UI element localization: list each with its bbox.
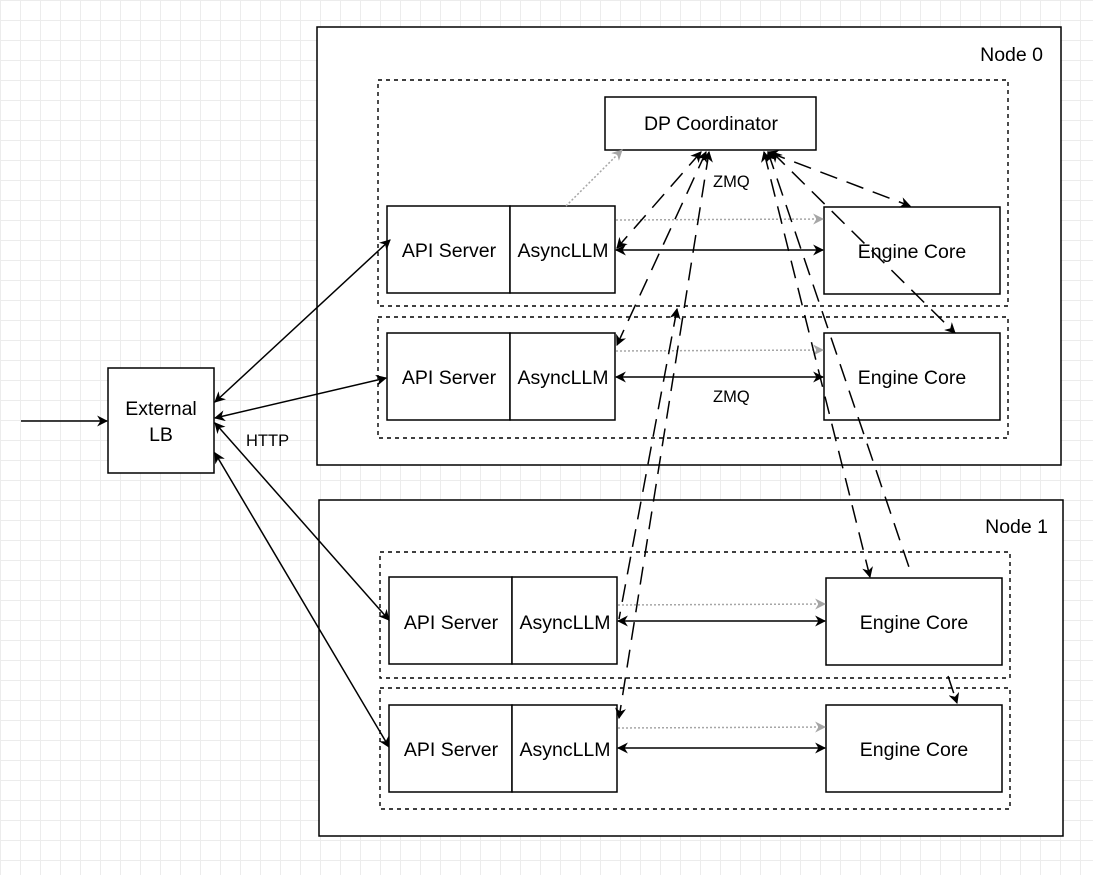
external-lb-label-line2: LB bbox=[149, 424, 173, 446]
dp-coordinator-box bbox=[604, 96, 817, 151]
grey-dotted-arrow-rank-3 bbox=[617, 721, 827, 733]
async-llm-box-3 bbox=[511, 704, 618, 793]
http-arrow-rank-3 bbox=[214, 452, 390, 748]
external-lb-label-line1: External bbox=[125, 398, 197, 420]
zmq-label-mid: ZMQ bbox=[713, 388, 750, 406]
engine-core-box-2 bbox=[825, 577, 1003, 666]
node-1-label: Node 1 bbox=[985, 516, 1048, 538]
async-llm-label-1: AsyncLLM bbox=[517, 367, 608, 389]
async-llm-label-2: AsyncLLM bbox=[519, 612, 610, 634]
engine-core-label-2: Engine Core bbox=[860, 612, 968, 634]
engine-core-box-3 bbox=[825, 704, 1003, 793]
async-llm-label-3: AsyncLLM bbox=[519, 739, 610, 761]
http-label: HTTP bbox=[246, 432, 289, 450]
dashed-coord-asyncllm-3 bbox=[615, 150, 713, 720]
engine-core-label-3: Engine Core bbox=[860, 739, 968, 761]
external-lb-box bbox=[107, 367, 215, 474]
api-server-label-1: API Server bbox=[402, 367, 497, 389]
api-server-box-3 bbox=[388, 704, 513, 793]
dashed-engine-tail-3 bbox=[947, 675, 960, 705]
api-server-label-0: API Server bbox=[402, 240, 497, 262]
grey-dotted-arrow-to-coordinator bbox=[565, 149, 623, 207]
http-arrow-rank-1 bbox=[213, 374, 388, 422]
async-llm-box-0 bbox=[509, 205, 616, 294]
dashed-coord-engine-3 bbox=[765, 150, 913, 577]
engine-core-label-1: Engine Core bbox=[858, 367, 966, 389]
api-server-box-2 bbox=[388, 576, 513, 665]
api-server-label-2: API Server bbox=[404, 612, 499, 634]
async-llm-box-1 bbox=[509, 332, 616, 421]
async-llm-label-0: AsyncLLM bbox=[517, 240, 608, 262]
dp-coordinator-label: DP Coordinator bbox=[644, 113, 779, 135]
grey-dotted-arrow-rank-2 bbox=[617, 598, 827, 610]
api-server-label-3: API Server bbox=[404, 739, 499, 761]
dashed-coord-engine-2 bbox=[761, 150, 873, 579]
zmq-label-top: ZMQ bbox=[713, 173, 750, 191]
async-llm-box-2 bbox=[511, 576, 618, 665]
node-0-label: Node 0 bbox=[980, 44, 1043, 66]
